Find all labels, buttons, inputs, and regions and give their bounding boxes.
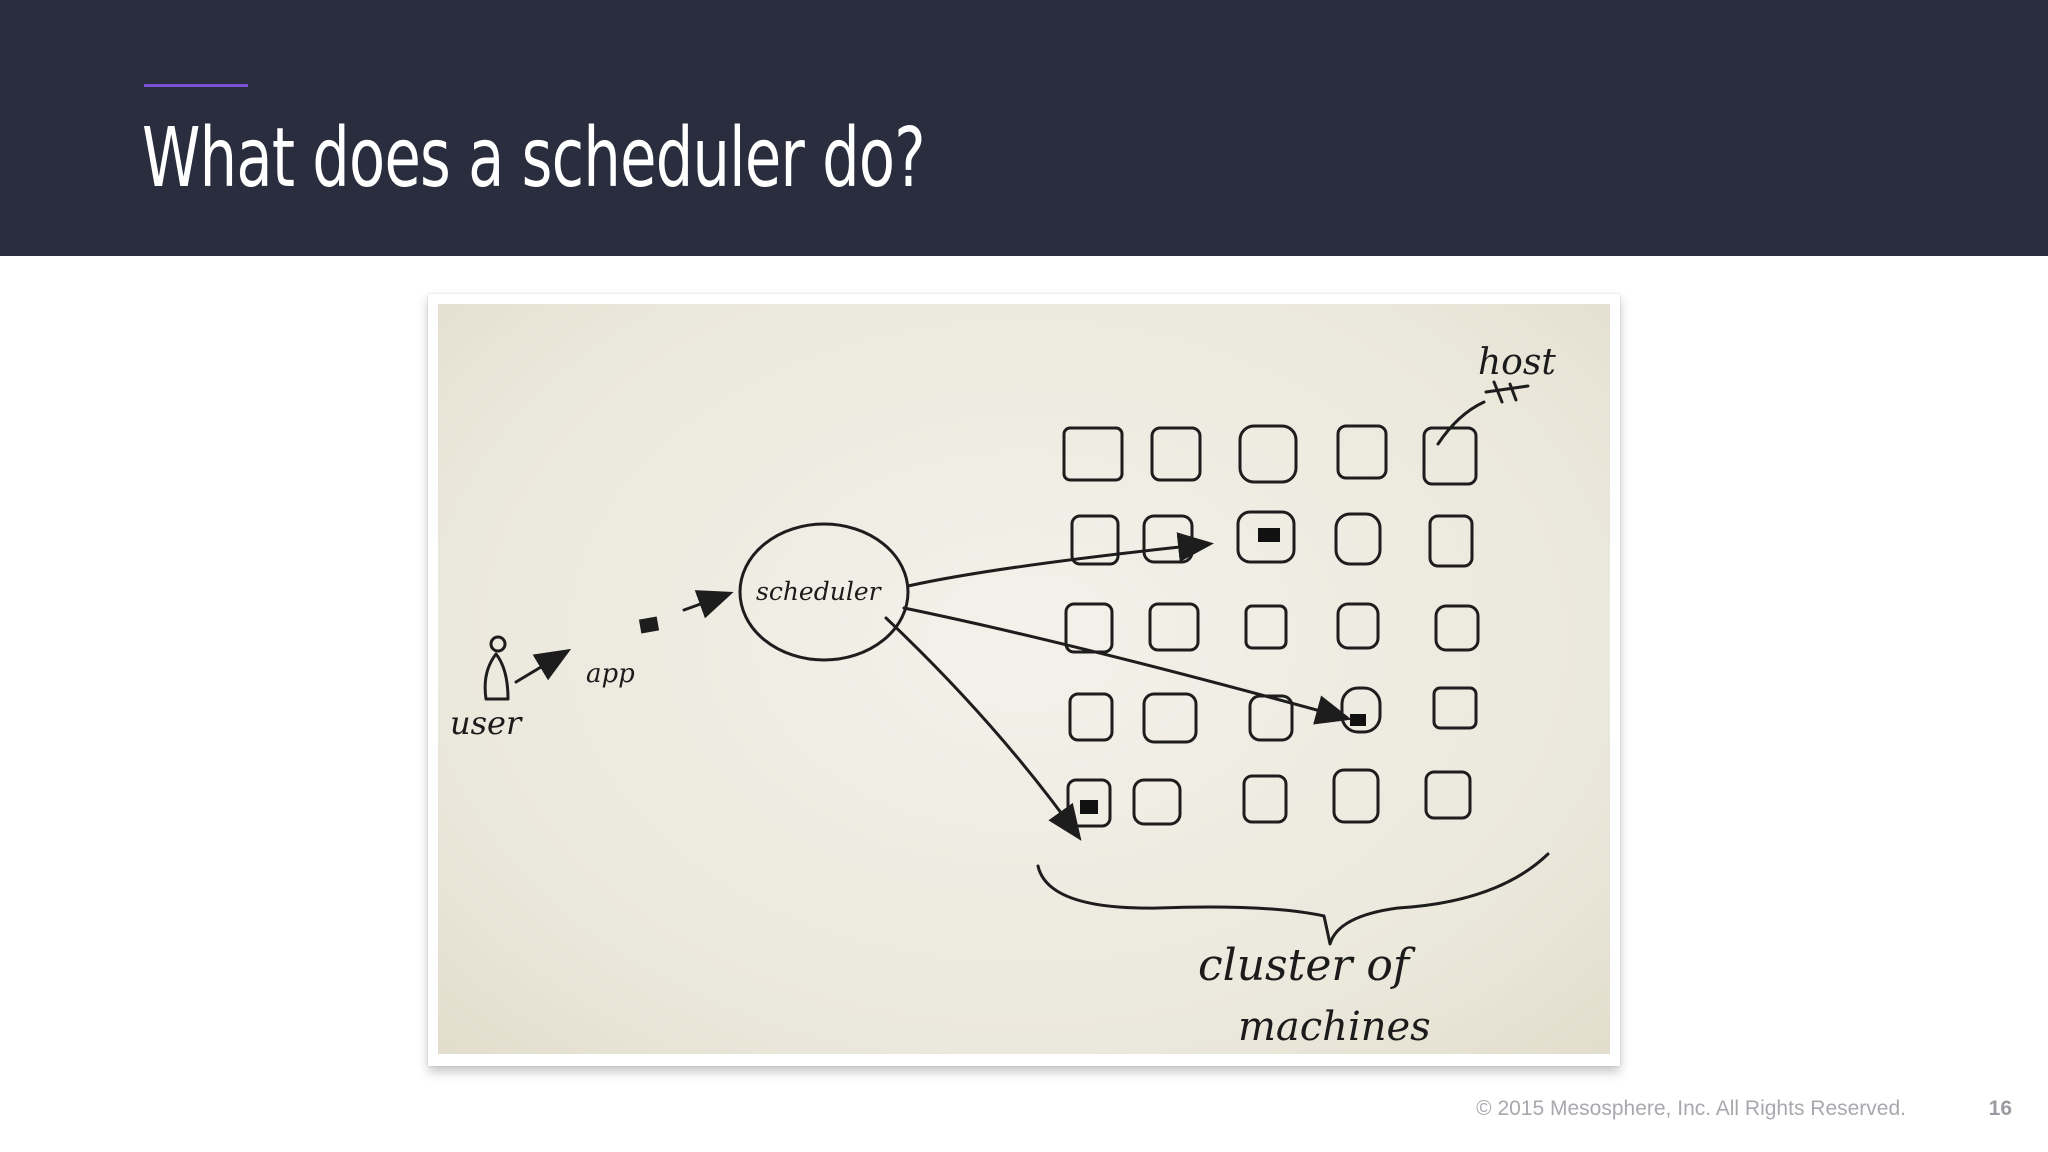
host-box (1432, 686, 1478, 730)
app-label: app (586, 659, 635, 689)
title-accent-line (144, 84, 248, 87)
task-marker (1080, 800, 1098, 814)
app-package-icon (638, 616, 660, 634)
host-box (1066, 778, 1112, 828)
scheduler-to-host-arrow-1 (906, 532, 1214, 588)
scribble-mark (1484, 380, 1530, 404)
host-box (1336, 424, 1388, 480)
slide-header: What does a scheduler do? (0, 0, 2048, 256)
sketch-paper: user app scheduler (438, 304, 1610, 1054)
app-to-scheduler-arrow (682, 590, 734, 619)
scheduler-label: scheduler (756, 577, 883, 606)
host-box (1422, 426, 1478, 486)
scheduler-circle (738, 522, 910, 662)
host-box (1334, 512, 1382, 566)
host-pointer-line (1436, 400, 1486, 446)
slide-title: What does a scheduler do? (142, 111, 926, 206)
host-box (1242, 774, 1288, 824)
user-label: user (450, 704, 523, 742)
host-box (1238, 424, 1298, 484)
cluster-label-line1: cluster of (1198, 940, 1416, 991)
copyright-notice: © 2015 Mesosphere, Inc. All Rights Reser… (1476, 1097, 1906, 1120)
host-box (1062, 426, 1124, 482)
user-figure-icon (483, 635, 510, 701)
host-box (1148, 602, 1200, 652)
host-box (1150, 426, 1202, 482)
host-box (1132, 778, 1182, 826)
host-box (1428, 514, 1474, 568)
host-box (1244, 604, 1288, 650)
host-box (1332, 768, 1380, 824)
scheduler-sketch-drawing: user app scheduler (450, 342, 1556, 1050)
host-grid (1062, 424, 1480, 828)
host-box (1064, 602, 1114, 654)
host-box (1142, 514, 1194, 564)
host-label: host (1478, 342, 1556, 383)
scheduler-to-host-arrow-3 (884, 616, 1082, 841)
host-box (1070, 514, 1120, 566)
host-box (1236, 510, 1296, 564)
host-box (1248, 694, 1294, 742)
host-box (1068, 692, 1114, 742)
user-to-app-arrow (514, 648, 572, 684)
sketch-photo: user app scheduler (428, 294, 1620, 1066)
cluster-label-line2: machines (1238, 1004, 1431, 1050)
host-box (1340, 686, 1382, 734)
cluster-brace (1036, 852, 1550, 946)
page-number: 16 (1988, 1097, 2012, 1120)
host-box (1424, 770, 1472, 820)
host-box (1336, 602, 1380, 650)
host-box (1142, 692, 1198, 744)
task-marker (1258, 528, 1280, 542)
task-marker (1350, 714, 1366, 726)
host-box (1434, 604, 1480, 652)
